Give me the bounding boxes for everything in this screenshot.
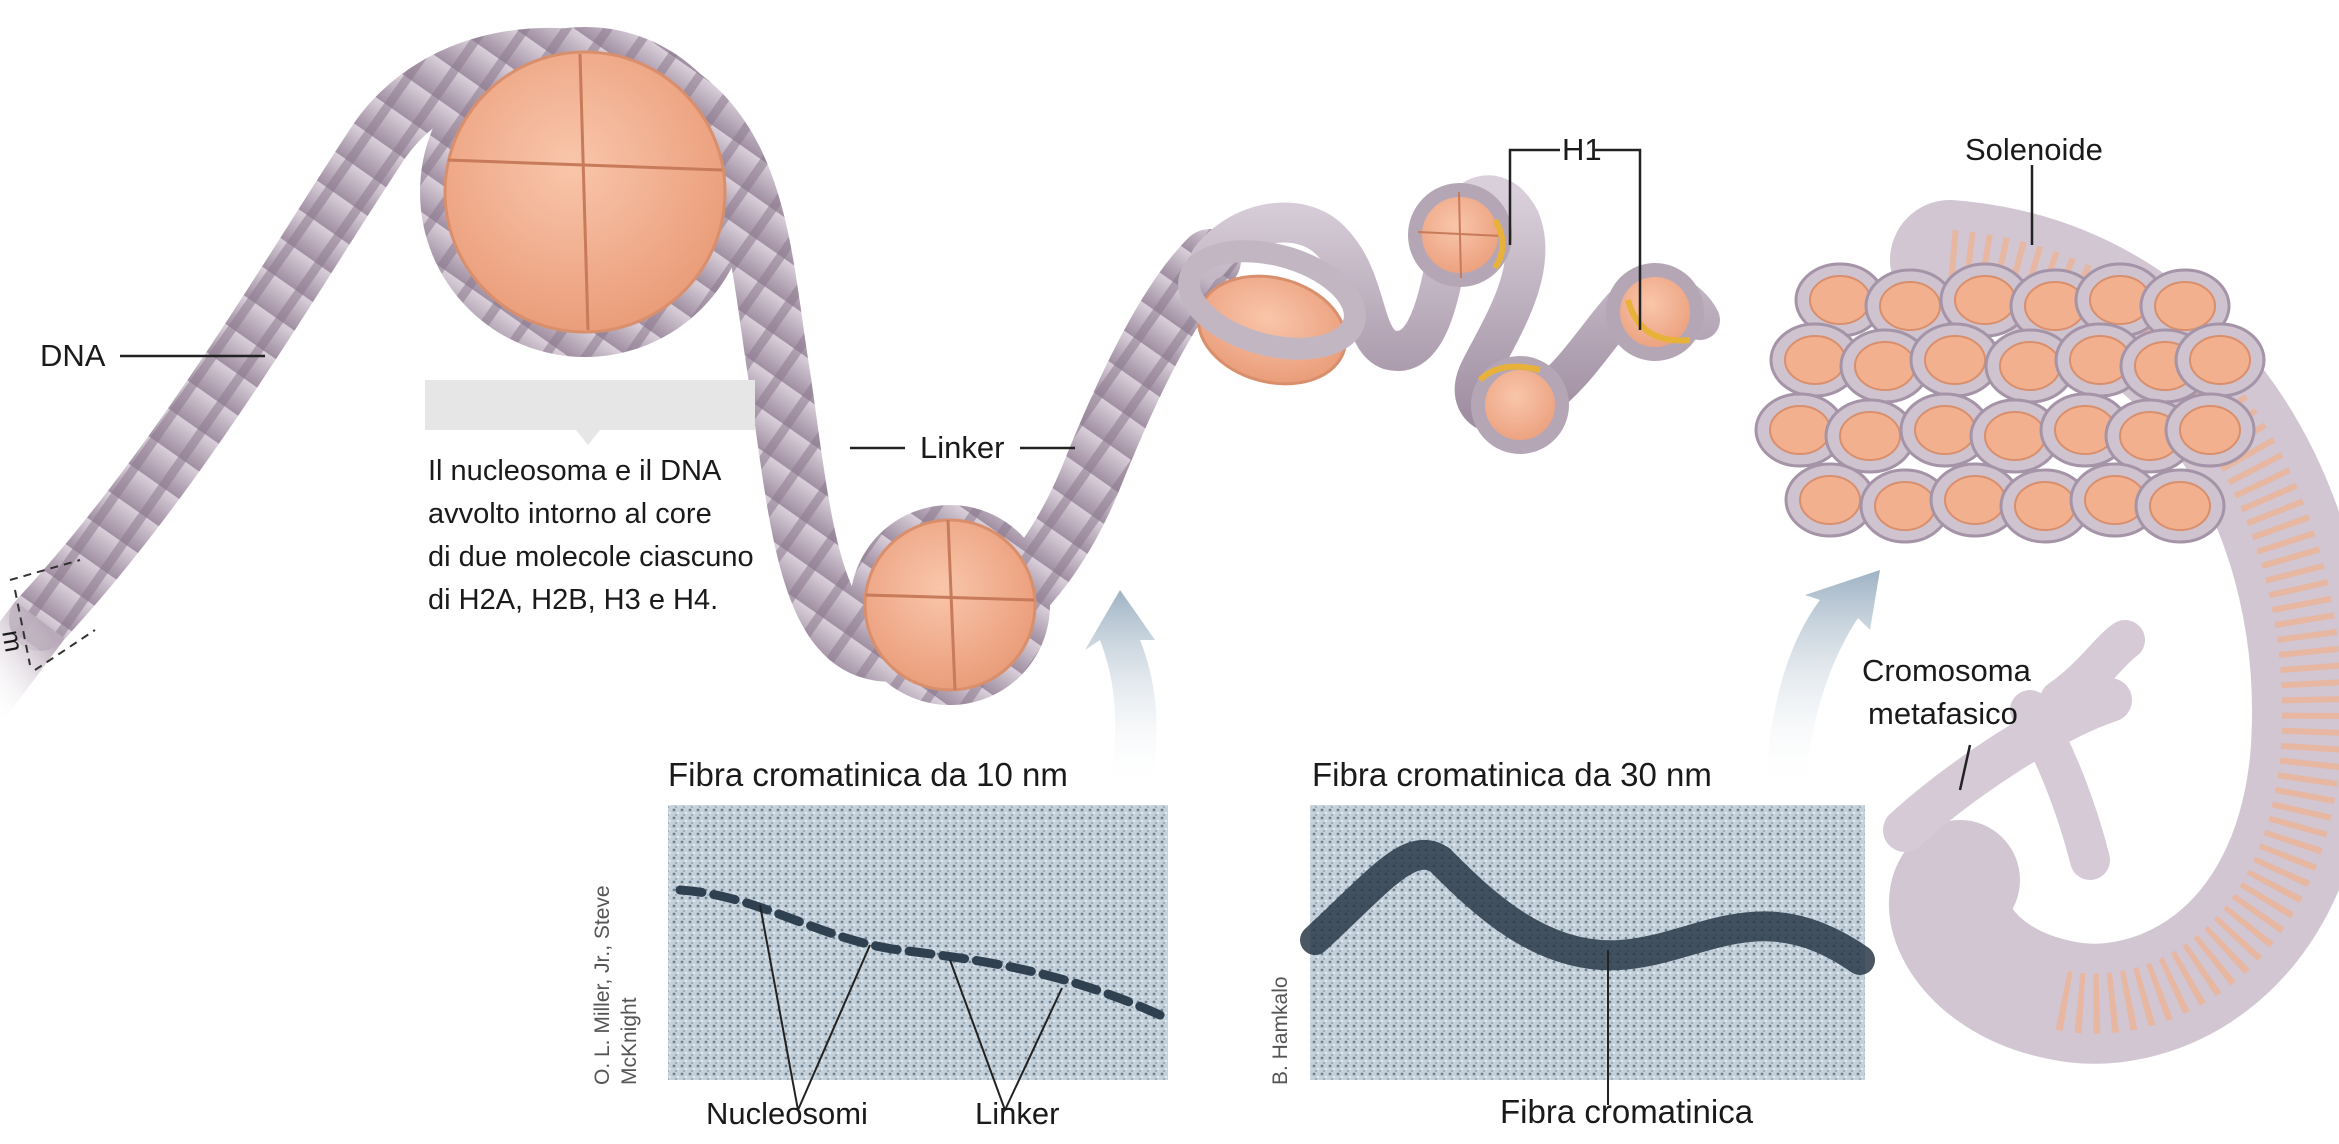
label-linker: Linker xyxy=(920,430,1005,465)
micrograph-10nm-fiber xyxy=(675,885,1165,1020)
micrograph-10nm-title: Fibra cromatinica da 10 nm xyxy=(668,756,1068,793)
micrograph-30nm-title: Fibra cromatinica da 30 nm xyxy=(1312,756,1712,793)
arrow-30nm xyxy=(1765,570,1880,790)
label-nucleosomi: Nucleosomi xyxy=(706,1096,868,1131)
solenoid-nucleosome xyxy=(2174,322,2266,398)
solenoid-nucleosome xyxy=(1839,328,1931,404)
solenoid-nucleosome xyxy=(1984,328,2076,404)
label-cromosoma-1: Cromosoma xyxy=(1862,653,2031,688)
caption-line: Il nucleosoma e il DNA xyxy=(428,455,722,487)
label-dna: DNA xyxy=(40,338,106,373)
solenoid-nucleosome xyxy=(1899,392,1991,468)
micrograph-10nm xyxy=(668,805,1168,1080)
solenoid-nucleosome xyxy=(2164,392,2256,468)
dna-ribbon xyxy=(9,27,1241,683)
nucleosome-h1-c xyxy=(1606,263,1704,361)
credit-10nm-line2: McKnight xyxy=(618,997,641,1085)
micrograph-30nm-fiber xyxy=(1300,839,1875,975)
arrow-10nm xyxy=(1085,590,1157,790)
nucleosome-h1-b xyxy=(1471,356,1569,454)
credit-30nm: B. Hamkalo xyxy=(1269,976,1292,1085)
label-linker-micro: Linker xyxy=(975,1096,1060,1131)
dna-coil xyxy=(1190,175,1720,435)
solenoid-nucleosome xyxy=(1999,468,2091,544)
caption-callout xyxy=(425,380,755,445)
dna-width-indicator xyxy=(9,559,96,671)
label-nm-partial: m xyxy=(0,627,30,655)
solenoid-nucleosome xyxy=(1864,268,1956,344)
caption-line: avvolto intorno al core xyxy=(428,498,712,530)
credit-10nm-line1: O. L. Miller, Jr., Steve xyxy=(591,885,614,1085)
caption-line: di H2A, H2B, H3 e H4. xyxy=(428,584,719,616)
label-h1: H1 xyxy=(1562,132,1602,167)
nucleosome-tilted xyxy=(1178,240,1366,386)
caption-line: di due molecole ciascuno xyxy=(428,541,754,573)
leader-lines xyxy=(120,148,2034,791)
nucleosome-large xyxy=(420,27,750,357)
metaphase-chromosome xyxy=(1883,620,2145,880)
nucleosome-medium xyxy=(850,505,1050,705)
label-cromosoma-2: metafasico xyxy=(1868,696,2018,731)
label-solenoide: Solenoide xyxy=(1965,132,2103,167)
dna-tail xyxy=(0,601,65,719)
nucleosome-h1-a xyxy=(1408,183,1512,287)
nucleosome-caption: Il nucleosoma e il DNA avvolto intorno a… xyxy=(428,450,828,622)
solenoid xyxy=(1754,200,2339,1064)
solenoid-nucleosome xyxy=(1794,262,1886,338)
solenoid-nucleosome xyxy=(1784,462,1876,538)
label-fibra-cromatinica: Fibra cromatinica xyxy=(1500,1093,1754,1130)
solenoid-nucleosome xyxy=(1929,462,2021,538)
micrograph-leaders xyxy=(759,904,1609,1111)
solenoid-nucleosome xyxy=(2134,468,2226,544)
solenoid-nucleosome xyxy=(1754,392,1846,468)
